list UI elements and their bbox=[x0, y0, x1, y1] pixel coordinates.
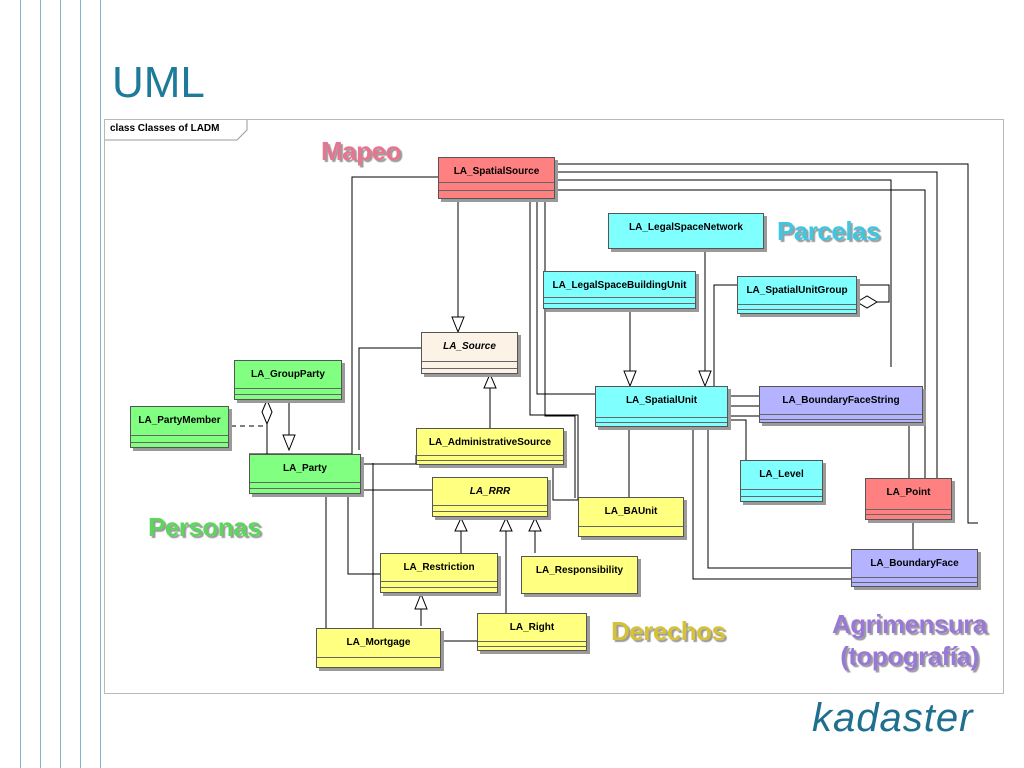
slide-title: UML bbox=[112, 58, 205, 107]
decor-line-4 bbox=[80, 0, 81, 768]
class-name: LA_Right bbox=[509, 622, 555, 633]
class-name: LA_SpatialSource bbox=[453, 166, 540, 177]
class-name: LA_Point bbox=[886, 487, 931, 498]
package-mapeo: Mapeo bbox=[321, 136, 401, 166]
class-name: LA_BAUnit bbox=[604, 506, 658, 517]
package-personas: Personas bbox=[148, 512, 262, 542]
class-name: LA_LegalSpaceBuildingUnit bbox=[552, 280, 687, 291]
class-la-responsibility[interactable]: LA_Responsibility bbox=[521, 556, 638, 594]
kadaster-logo: kadaster bbox=[812, 696, 974, 740]
class-name: LA_Restriction bbox=[403, 562, 475, 573]
class-la-ba-unit[interactable]: LA_BAUnit bbox=[578, 497, 684, 537]
class-la-point[interactable]: LA_Point bbox=[865, 478, 952, 520]
class-la-legal-space-building-unit[interactable]: LA_LegalSpaceBuildingUnit bbox=[543, 271, 696, 309]
class-la-administrative-source[interactable]: LA_AdministrativeSource bbox=[416, 428, 564, 465]
decor-line-2 bbox=[40, 0, 41, 768]
decor-line-5 bbox=[100, 0, 101, 768]
class-la-spatial-unit[interactable]: LA_SpatialUnit bbox=[595, 386, 728, 427]
package-parcelas: Parcelas bbox=[777, 216, 880, 246]
class-la-restriction[interactable]: LA_Restriction bbox=[380, 553, 498, 593]
class-la-group-party[interactable]: LA_GroupParty bbox=[234, 360, 342, 400]
class-name: LA_BoundaryFaceString bbox=[782, 395, 900, 406]
frame-tab bbox=[105, 120, 248, 141]
package-derechos: Derechos bbox=[611, 616, 726, 646]
class-name: LA_SpatialUnit bbox=[625, 395, 698, 406]
class-name: LA_Level bbox=[759, 469, 804, 480]
class-la-source[interactable]: LA_Source bbox=[421, 332, 518, 374]
class-la-spatial-unit-group[interactable]: LA_SpatialUnitGroup bbox=[737, 276, 857, 314]
class-name: LA_GroupParty bbox=[251, 369, 325, 380]
package-agrimensura-line1: Agrimensura bbox=[832, 609, 987, 639]
frame-label: class Classes of LADM bbox=[110, 123, 220, 134]
class-la-spatial-source[interactable]: LA_SpatialSource bbox=[438, 157, 555, 199]
class-la-mortgage[interactable]: LA_Mortgage bbox=[316, 628, 441, 668]
class-name: LA_RRR bbox=[469, 486, 511, 497]
class-name: LA_AdministrativeSource bbox=[428, 437, 552, 448]
class-la-rrr[interactable]: LA_RRR bbox=[432, 477, 548, 517]
class-name: LA_Source bbox=[443, 341, 496, 352]
class-la-legal-space-network[interactable]: LA_LegalSpaceNetwork bbox=[608, 213, 764, 249]
class-la-party-member[interactable]: LA_PartyMember bbox=[130, 406, 229, 448]
class-la-right[interactable]: LA_Right bbox=[477, 613, 587, 651]
package-agrimensura-line2: (topografía) bbox=[840, 641, 979, 671]
class-name: LA_PartyMember bbox=[138, 415, 221, 426]
decor-line-1 bbox=[20, 0, 21, 768]
class-name: LA_BoundaryFace bbox=[870, 558, 959, 569]
class-la-boundary-face-string[interactable]: LA_BoundaryFaceString bbox=[759, 386, 923, 423]
class-name: LA_SpatialUnitGroup bbox=[746, 285, 848, 296]
class-name: LA_Responsibility bbox=[535, 565, 624, 576]
class-la-party[interactable]: LA_Party bbox=[249, 454, 361, 494]
class-name: LA_Party bbox=[283, 463, 327, 474]
class-name: LA_Mortgage bbox=[346, 637, 411, 648]
diagram-frame: class Classes of LADM bbox=[104, 119, 1004, 694]
package-agrimensura: Agrimensura (topografía) bbox=[832, 608, 987, 672]
class-name: LA_LegalSpaceNetwork bbox=[629, 222, 743, 233]
class-la-boundary-face[interactable]: LA_BoundaryFace bbox=[851, 549, 978, 587]
class-la-level[interactable]: LA_Level bbox=[740, 460, 823, 502]
decor-line-3 bbox=[60, 0, 61, 768]
